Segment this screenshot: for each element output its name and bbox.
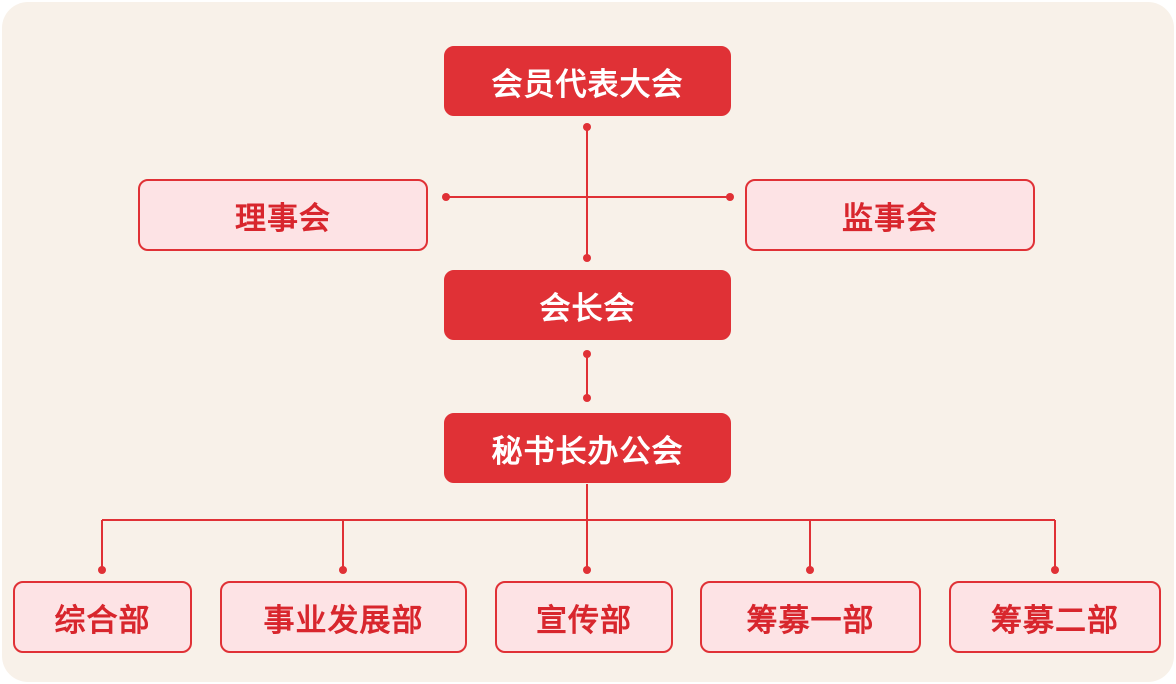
node-member-congress: 会员代表大会 (444, 46, 731, 116)
node-department: 筹募一部 (700, 581, 921, 653)
node-department: 宣传部 (495, 581, 673, 653)
connector-dot (98, 566, 106, 574)
node-department: 事业发展部 (220, 581, 467, 653)
node-secretariat: 秘书长办公会 (444, 413, 731, 483)
node-presidents-meeting: 会长会 (444, 270, 731, 340)
connector-dot (583, 566, 591, 574)
connector-dot (583, 394, 591, 402)
connector-dot (726, 193, 734, 201)
node-department: 筹募二部 (949, 581, 1161, 653)
connector-dot (583, 254, 591, 262)
connector-dot (806, 566, 814, 574)
node-board-of-directors: 理事会 (138, 179, 428, 251)
connector-dot (442, 193, 450, 201)
connector-dot (1051, 566, 1059, 574)
connector-dot (339, 566, 347, 574)
connector-dot (583, 350, 591, 358)
connector-dot (583, 123, 591, 131)
node-department: 综合部 (13, 581, 192, 653)
node-board-of-supervisors: 监事会 (745, 179, 1035, 251)
